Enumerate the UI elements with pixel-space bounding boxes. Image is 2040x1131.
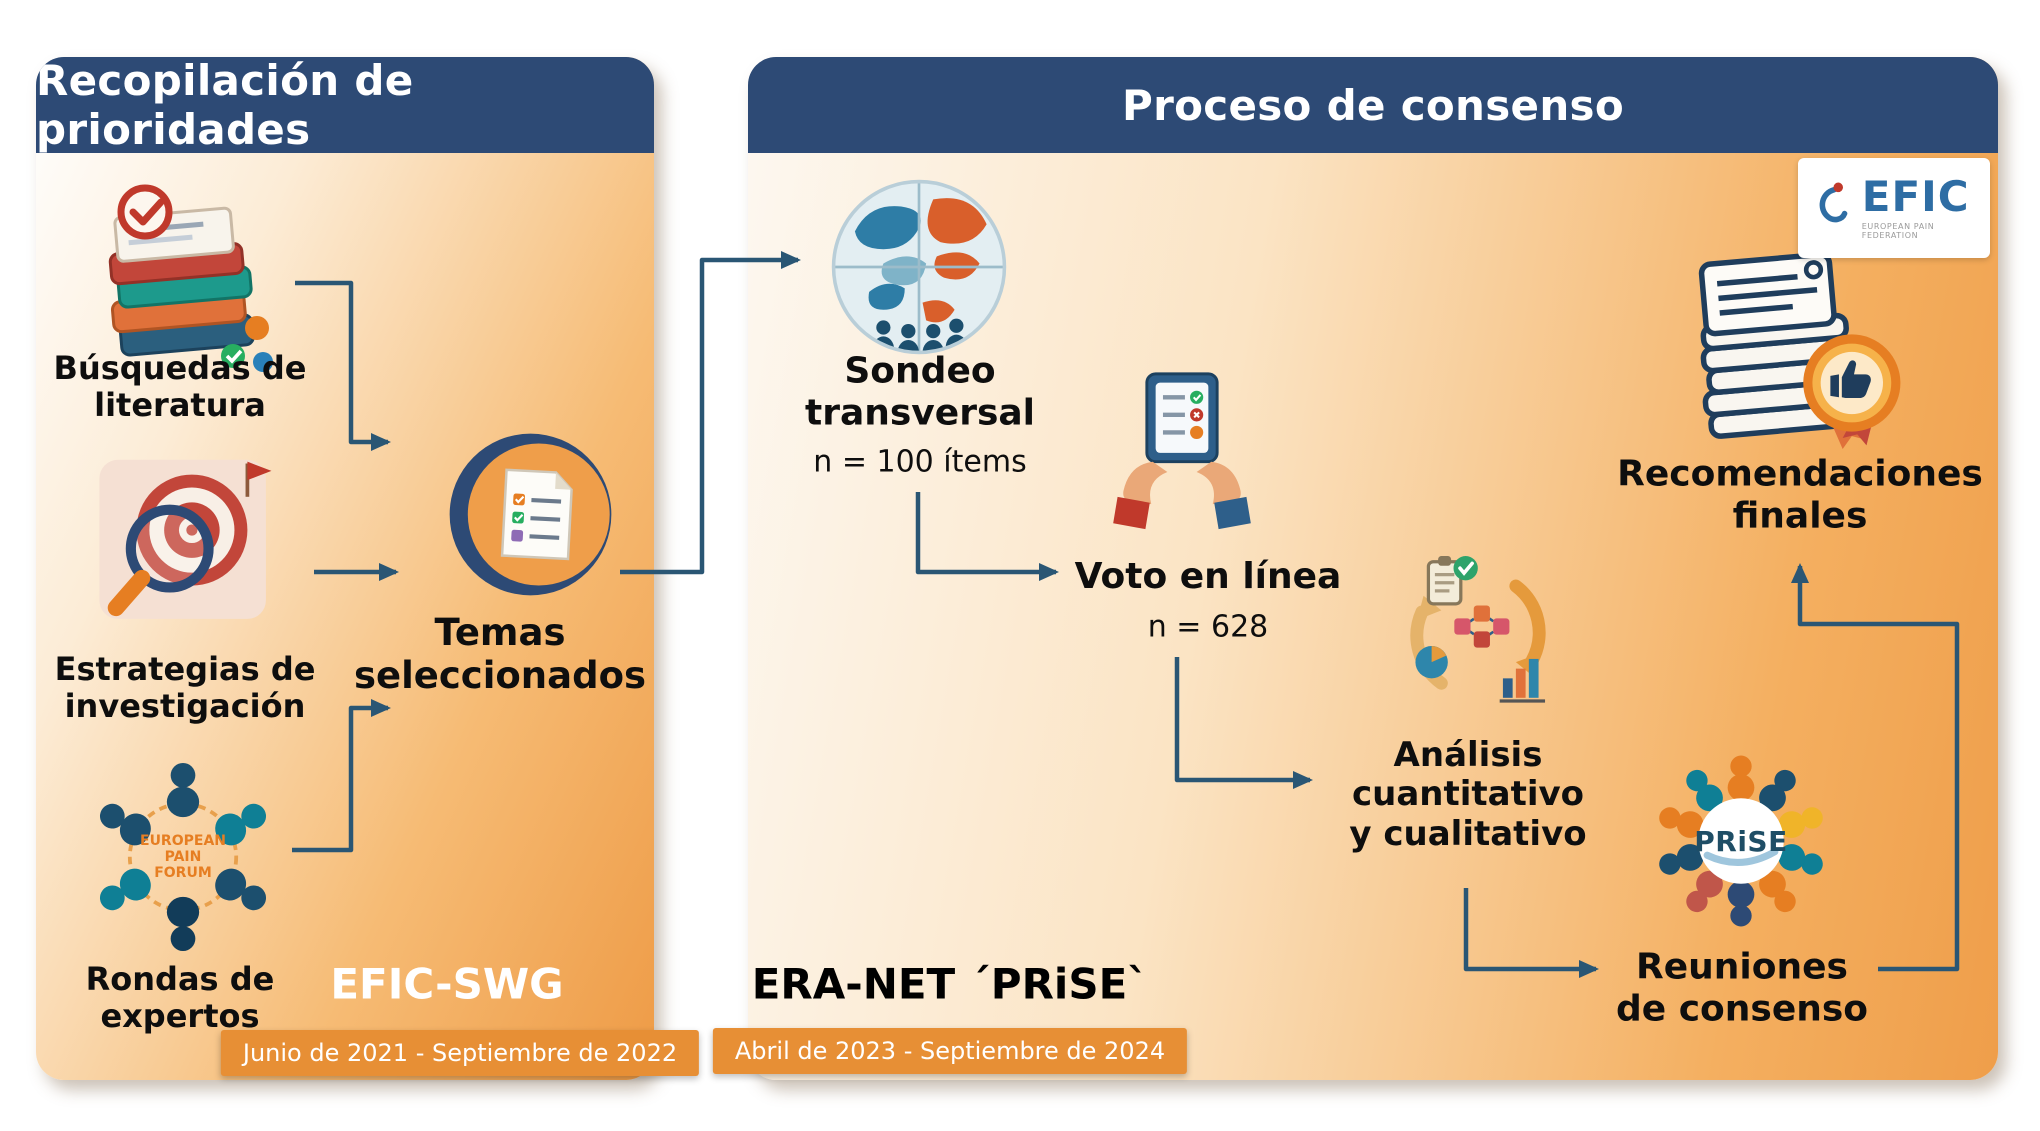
efic-swg-label: EFIC-SWG xyxy=(330,959,564,1009)
selected-topics-label: Temas seleccionados xyxy=(353,611,647,697)
efic-logo-tagline: EUROPEAN PAIN FEDERATION xyxy=(1861,222,1935,240)
analysis-icon xyxy=(1396,552,1558,714)
literature-stack-icon xyxy=(85,180,285,380)
final-recommendations-icon xyxy=(1672,240,1907,460)
survey-n-label: n = 100 ítems xyxy=(813,444,1027,480)
efic-logo-text: EFIC xyxy=(1861,172,1970,221)
era-net-prise-label: ERA-NET ´PRiSE` xyxy=(751,959,1149,1009)
analysis-label: Análisis cuantitativo y cualitativo xyxy=(1349,734,1587,854)
online-voting-icon xyxy=(1108,368,1256,532)
literature-search-label: Búsquedas de literatura xyxy=(53,348,307,424)
consensus-meetings-label: Reuniones de consenso xyxy=(1615,946,1869,1029)
priority-collection-title: Recopilación de prioridades xyxy=(36,57,654,154)
voting-n-label: n = 628 xyxy=(1147,609,1269,645)
research-strategies-label: Estrategias de investigación xyxy=(54,649,316,725)
efic-logo: EFIC EUROPEAN PAIN FEDERATION xyxy=(1798,158,1990,258)
selected-topics-icon xyxy=(448,432,613,597)
efic-logo-mark xyxy=(1819,182,1848,223)
right-date-badge: Abril de 2023 - Septiembre de 2024 xyxy=(712,1028,1188,1074)
expert-rounds-label: Rondas de expertos xyxy=(85,959,275,1035)
prise-logo: PRiSE xyxy=(1652,752,1830,930)
survey-globe-icon xyxy=(830,178,1008,356)
consensus-process-title: Proceso de consenso xyxy=(748,57,1998,153)
survey-label: Sondeo transversal xyxy=(804,350,1036,433)
target-magnifier-icon xyxy=(92,445,277,630)
online-voting-label: Voto en línea xyxy=(1074,556,1342,598)
final-recommendations-label: Recomendaciones finales xyxy=(1617,453,1983,536)
left-date-badge: Junio de 2021 - Septiembre de 2022 xyxy=(220,1030,700,1076)
expert-forum-icon: EUROPEAN PAIN FORUM xyxy=(88,762,278,952)
